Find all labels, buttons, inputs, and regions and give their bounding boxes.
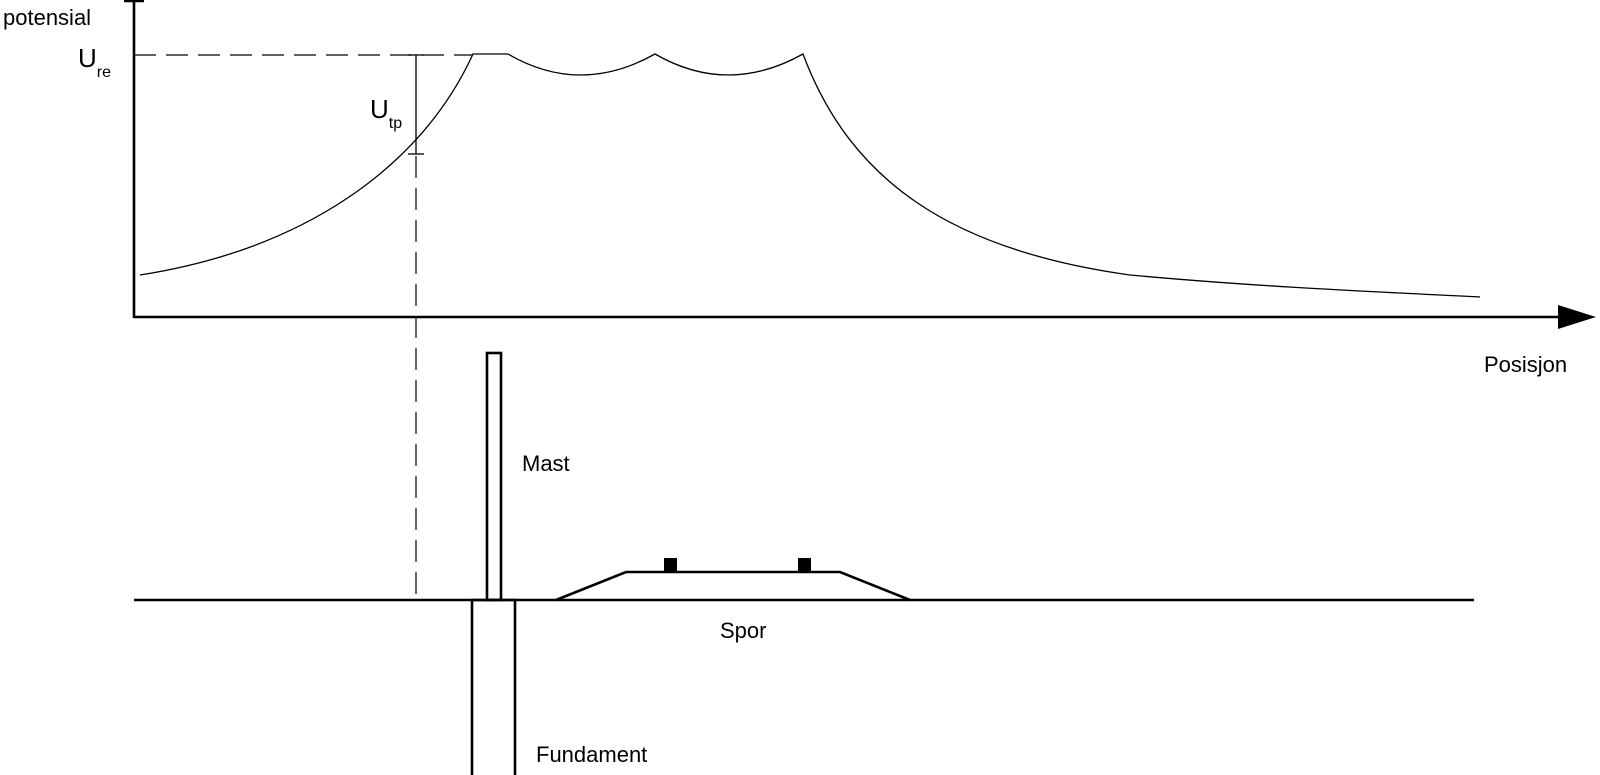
ure-label-main: U bbox=[78, 43, 97, 73]
x-axis-arrow bbox=[1558, 305, 1596, 329]
utp-label: Utp bbox=[370, 94, 402, 132]
utp-label-sub: tp bbox=[389, 115, 402, 132]
utp-label-main: U bbox=[370, 94, 389, 124]
spor-label: Spor bbox=[720, 618, 766, 643]
potential-curve bbox=[139, 53, 1481, 298]
mast-shape bbox=[485, 351, 503, 602]
x-axis-label: Posisjon bbox=[1484, 352, 1567, 377]
fundament-label: Fundament bbox=[536, 742, 647, 767]
rail-right bbox=[798, 558, 811, 572]
ure-label: Ure bbox=[78, 43, 111, 81]
ure-label-sub: re bbox=[97, 64, 111, 81]
rail-left bbox=[664, 558, 677, 572]
foundation-shape bbox=[470, 598, 517, 775]
track-embankment bbox=[555, 570, 911, 602]
mast-label: Mast bbox=[522, 451, 570, 476]
y-axis-label: potensial bbox=[3, 5, 91, 30]
